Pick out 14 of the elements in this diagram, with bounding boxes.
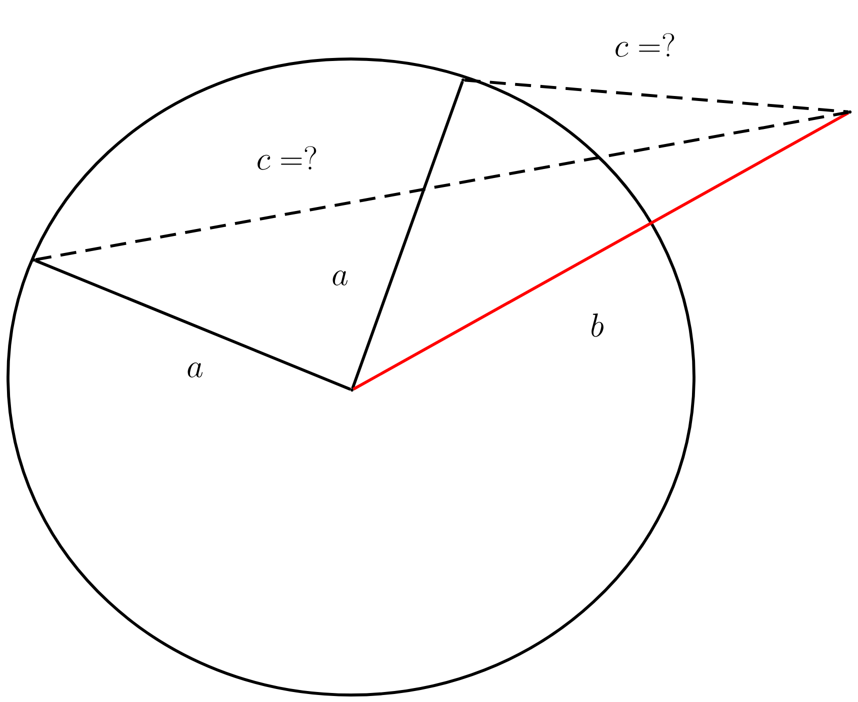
line-segment (352, 111, 850, 390)
edge-label: $c =?$ (258, 146, 316, 170)
line-segment (464, 78, 849, 114)
point (32, 258, 36, 262)
point (848, 110, 852, 114)
edge-label: $c =?$ (616, 33, 674, 57)
point (461, 78, 465, 82)
line-segment (35, 110, 849, 262)
line-segment (351, 81, 464, 389)
point (350, 388, 354, 392)
line-segment (34, 259, 352, 391)
edge-label: $a$ (188, 362, 203, 378)
edge-label: $a$ (332, 270, 348, 286)
edge-label: $b$ (592, 313, 604, 337)
